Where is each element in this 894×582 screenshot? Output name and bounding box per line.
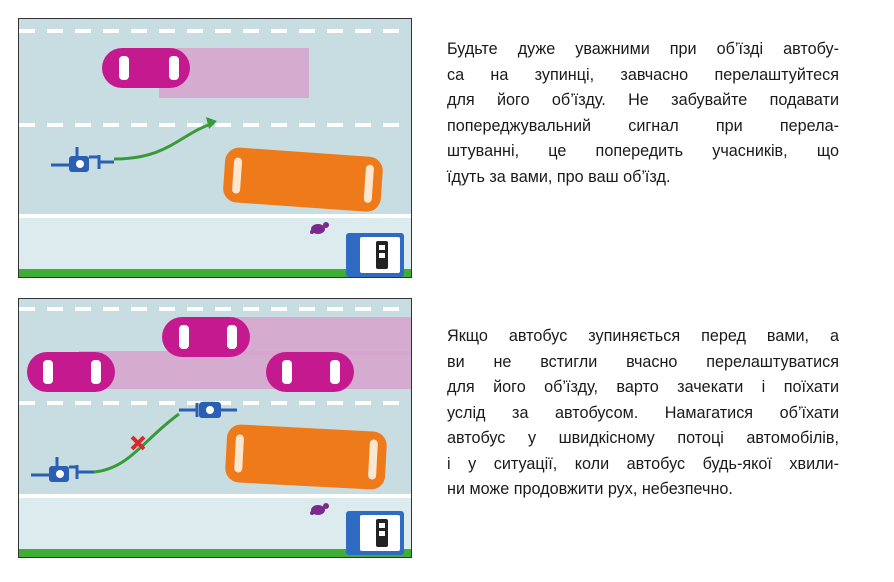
paragraph-line: са на зупинці, завчасно перелаштуйтеся bbox=[447, 65, 839, 84]
paragraph-line: для його об’їзду. Не забувайте подавати bbox=[447, 91, 839, 109]
paragraph-line: і у ситуації, коли автобус будь-якої хви… bbox=[447, 454, 839, 473]
illustration-dangerous-overtake bbox=[18, 298, 412, 558]
car bbox=[266, 352, 354, 392]
grass-strip bbox=[19, 269, 411, 277]
paragraph-line: Будьте дуже уважними при об’їзді автобу- bbox=[447, 40, 839, 58]
bus bbox=[223, 147, 383, 212]
route-arrow bbox=[113, 121, 215, 161]
traffic-trail bbox=[79, 351, 411, 389]
traffic-trail bbox=[219, 317, 411, 355]
curb bbox=[19, 214, 411, 218]
paragraph-line: їдуть за вами, про ваш об’їзд. bbox=[447, 167, 671, 186]
paragraph-line: штуванні, це попередить учасників, що bbox=[447, 142, 839, 160]
scooter-icon bbox=[31, 457, 94, 482]
sidewalk bbox=[19, 498, 411, 549]
cross-mark-icon bbox=[130, 435, 146, 451]
car bbox=[102, 48, 190, 88]
scooter-icon bbox=[51, 147, 114, 172]
bus-stop-sign-icon bbox=[346, 511, 404, 555]
paragraph-line: автобус у швидкісному потоці автомобілів… bbox=[447, 429, 839, 447]
scooter-icon bbox=[179, 402, 237, 418]
road-scene-2 bbox=[19, 299, 411, 557]
sidewalk bbox=[19, 218, 411, 269]
bus-stop-sign-icon bbox=[346, 233, 404, 277]
paragraph-line: услід за автобусом. Намагатися об’їхати bbox=[447, 403, 839, 422]
paragraph-line: для його об’їзду, варто зачекати і поїха… bbox=[447, 378, 839, 396]
bus bbox=[225, 424, 387, 490]
grass-strip bbox=[19, 549, 411, 557]
paragraph-line: ви не встигли вчасно перелаштуватися bbox=[447, 352, 839, 371]
illustration-correct-overtake bbox=[18, 18, 412, 278]
road-scene-1 bbox=[19, 19, 411, 277]
route-path bbox=[93, 412, 180, 474]
route-arrow-head bbox=[206, 117, 217, 129]
paragraph-overtake-advice: Будьте дуже уважними при об’їзді автобу-… bbox=[447, 37, 839, 190]
paragraph-follow-bus-advice: Якщо автобус зупиняється перед вами, а в… bbox=[447, 324, 839, 503]
paragraph-line: Якщо автобус зупиняється перед вами, а bbox=[447, 327, 839, 345]
pedestrian-icon bbox=[310, 222, 329, 234]
curb bbox=[19, 494, 411, 498]
paragraph-line: ни може продовжити рух, небезпечно. bbox=[447, 480, 733, 498]
car bbox=[162, 317, 250, 357]
pedestrian-icon bbox=[310, 503, 329, 515]
paragraph-line: попереджувальний сигнал при перела- bbox=[447, 116, 839, 135]
car bbox=[27, 352, 115, 392]
